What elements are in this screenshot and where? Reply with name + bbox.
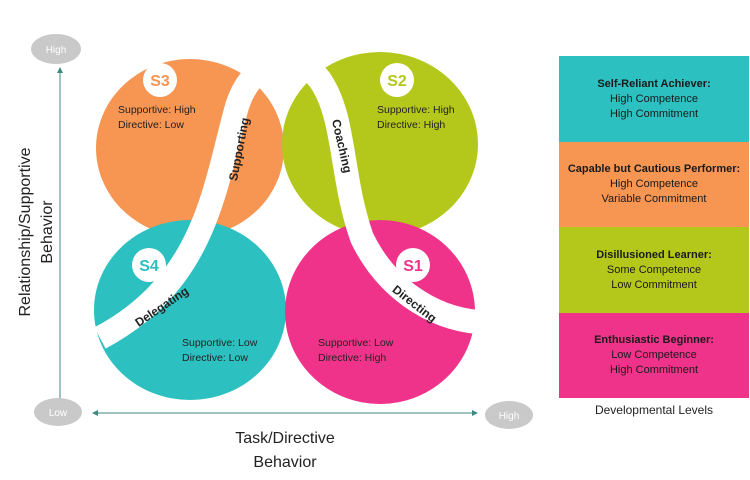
s1-badge: S1 <box>396 248 430 282</box>
s2-supportive-text: Supportive: High <box>377 104 455 116</box>
level-commitment: High Commitment <box>609 364 699 376</box>
svg-text:S1: S1 <box>403 258 423 275</box>
level-capable-cautious-performer: Capable but Cautious Performer: High Com… <box>559 142 749 227</box>
x-axis-label-line1: Task/Directive <box>235 430 335 447</box>
x-axis-label-line2: Behavior <box>253 454 317 471</box>
high-top-pill: High <box>31 34 81 64</box>
level-competence: High Competence <box>609 92 699 105</box>
s3-supportive-text: Supportive: High <box>118 104 196 116</box>
level-competence: Low Competence <box>611 349 697 361</box>
developmental-levels-caption: Developmental Levels <box>594 403 714 417</box>
level-title: Self-Reliant Achiever: <box>597 77 711 90</box>
s1-directive-text: Directive: High <box>318 352 386 364</box>
level-enthusiastic-beginner: Enthusiastic Beginner: Low Competence Hi… <box>559 313 749 398</box>
y-axis-label-line2: Behavior <box>39 200 56 264</box>
svg-text:Low: Low <box>49 408 68 419</box>
s3-directive-text: Directive: Low <box>118 119 184 131</box>
s3-badge: S3 <box>143 63 177 97</box>
level-title: Capable but Cautious Performer: <box>567 163 741 175</box>
level-competence: Some Competence <box>606 263 702 276</box>
level-commitment: Variable Commitment <box>601 193 707 205</box>
s4-badge: S4 <box>132 248 166 282</box>
svg-text:S3: S3 <box>150 73 170 90</box>
svg-text:High: High <box>46 45 67 56</box>
svg-text:S2: S2 <box>387 73 407 90</box>
low-pill: Low <box>34 398 82 426</box>
high-right-pill: High <box>485 401 533 429</box>
svg-text:High: High <box>499 411 520 422</box>
s4-supportive-text: Supportive: Low <box>182 337 258 349</box>
y-axis-label-line1: Relationship/Supportive <box>17 147 34 316</box>
level-commitment: High Commitment <box>609 107 699 120</box>
level-title: Enthusiastic Beginner: <box>594 334 714 346</box>
level-commitment: Low Commitment <box>611 278 697 291</box>
svg-text:S4: S4 <box>139 258 159 275</box>
level-title: Disillusioned Learner: <box>596 248 712 261</box>
leadership-curve <box>94 49 480 349</box>
s4-directive-text: Directive: Low <box>182 352 248 364</box>
s1-supportive-text: Supportive: Low <box>318 337 394 349</box>
s2-badge: S2 <box>380 63 414 97</box>
level-competence: High Competence <box>609 178 699 190</box>
level-disillusioned-learner: Disillusioned Learner: Some Competence L… <box>559 227 749 313</box>
level-self-reliant-achiever: Self-Reliant Achiever: High Competence H… <box>559 56 749 142</box>
s2-directive-text: Directive: High <box>377 119 445 131</box>
